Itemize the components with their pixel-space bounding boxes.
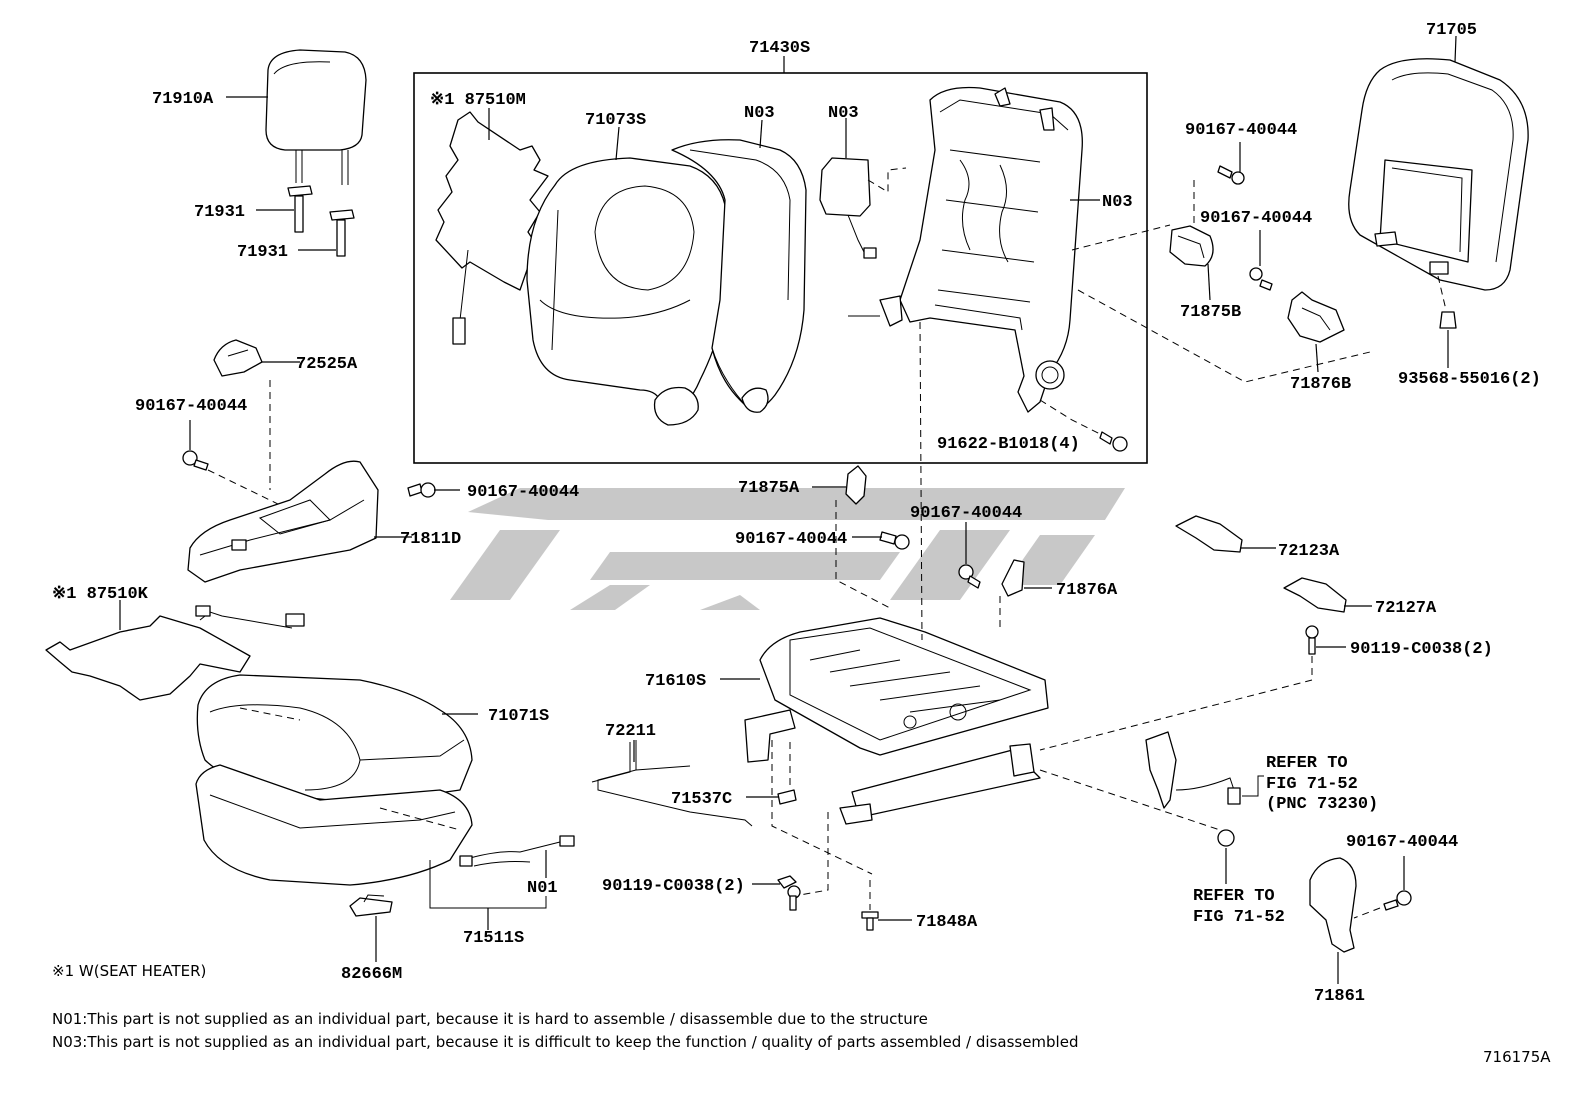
label-refer-b-2: FIG 71-52 (1193, 908, 1285, 927)
label-90167-40044-g: 90167-40044 (1346, 833, 1458, 852)
label-71931-upper: 71931 (194, 203, 245, 222)
label-90119-C0038-b: 90119-C0038(2) (602, 877, 745, 896)
assembly-box-71430S (413, 72, 1148, 464)
label-N01: N01 (527, 879, 558, 898)
label-71861: 71861 (1314, 987, 1365, 1006)
label-71610S: 71610S (645, 672, 706, 691)
label-71931-lower: 71931 (237, 243, 288, 262)
label-refer-b-1: REFER TO (1193, 887, 1275, 906)
label-72127A: 72127A (1375, 599, 1437, 618)
screw-90167-40044-g[interactable] (1383, 890, 1412, 911)
label-71875A: 71875A (738, 479, 800, 498)
watermark-logo (450, 488, 1125, 610)
bracket-71876B[interactable] (1287, 291, 1345, 343)
part-71537C[interactable] (777, 789, 797, 805)
label-71705: 71705 (1426, 21, 1477, 40)
part-labels: 71430S 71705 71910A ※1 87510M 71073S N03… (52, 21, 1541, 1006)
label-72525A: 72525A (296, 355, 358, 374)
seat-cushion-cover-71511S[interactable] (195, 764, 473, 886)
headrest-guide-71931-lower[interactable] (329, 209, 355, 257)
label-90167-40044-b: 90167-40044 (1200, 209, 1312, 228)
bolt-71848A[interactable] (861, 911, 879, 931)
cover-72123A[interactable] (1175, 515, 1243, 553)
note-N03: N03:This part is not supplied as an indi… (52, 1033, 1078, 1051)
bolt-90119-C0038-b[interactable] (777, 875, 801, 911)
shield-71811D[interactable] (187, 460, 379, 583)
headrest-71910A[interactable] (265, 49, 367, 185)
label-87510M: ※1 87510M (430, 91, 526, 110)
lever-72525A[interactable] (213, 339, 263, 377)
label-refer-a-2: FIG 71-52 (1266, 775, 1358, 794)
seat-adjuster-71610S[interactable] (744, 617, 1049, 825)
label-91622-B1018: 91622-B1018(4) (937, 435, 1080, 454)
label-71073S: 71073S (585, 111, 646, 130)
diagram-code: 716175A (1483, 1048, 1551, 1066)
label-71537C: 71537C (671, 790, 732, 809)
cover-71861[interactable] (1309, 857, 1357, 953)
label-refer-a-3: (PNC 73230) (1266, 795, 1378, 814)
label-72123A: 72123A (1278, 542, 1340, 561)
seat-heater-87510K[interactable] (45, 605, 305, 701)
label-90167-40044-d: 90167-40044 (467, 483, 579, 502)
note-seat-heater: ※1 W(SEAT HEATER) (52, 962, 206, 980)
label-87510K: ※1 87510K (52, 585, 149, 604)
label-refer-a-1: REFER TO (1266, 754, 1348, 773)
nut-refer-fig-71-52[interactable] (1217, 829, 1235, 847)
label-71071S: 71071S (488, 707, 549, 726)
bracket-71876A[interactable] (1001, 559, 1025, 597)
label-82666M: 82666M (341, 965, 402, 984)
clip-82666M[interactable] (349, 894, 393, 917)
label-90167-40044-e: 90167-40044 (735, 530, 847, 549)
label-72211: 72211 (605, 722, 656, 741)
label-90167-40044-f: 90167-40044 (910, 504, 1022, 523)
label-71876A: 71876A (1056, 581, 1118, 600)
screw-90167-40044-d[interactable] (407, 482, 436, 498)
screw-90167-40044-b[interactable] (1249, 267, 1273, 291)
seat-belt-buckle[interactable] (1145, 731, 1241, 809)
bolt-90119-C0038-a[interactable] (1305, 625, 1319, 655)
screw-90167-40044-c[interactable] (182, 450, 209, 471)
headrest-guide-71931-upper[interactable] (287, 185, 313, 233)
bracket-71875B[interactable] (1169, 225, 1214, 267)
label-71876B: 71876B (1290, 375, 1351, 394)
label-N03-airbag: N03 (828, 104, 859, 123)
wire-harness-N01[interactable] (459, 835, 575, 867)
back-board-71705[interactable] (1348, 58, 1529, 291)
label-N03-cover: N03 (744, 104, 775, 123)
note-N01: N01:This part is not supplied as an indi… (52, 1010, 928, 1028)
seat-cushion-pad-71071S[interactable] (196, 674, 473, 806)
rod-72211[interactable] (591, 740, 753, 827)
label-71430S: 71430S (749, 39, 810, 58)
clip-93568-55016[interactable] (1439, 311, 1457, 329)
cover-72127A[interactable] (1283, 577, 1347, 613)
label-90167-40044-c: 90167-40044 (135, 397, 247, 416)
screw-90167-40044-a[interactable] (1217, 165, 1245, 185)
label-90167-40044-a: 90167-40044 (1185, 121, 1297, 140)
label-71511S: 71511S (463, 929, 524, 948)
label-N03-frame: N03 (1102, 193, 1133, 212)
screw-90167-40044-e[interactable] (879, 531, 910, 550)
seatback-pad-71073S[interactable] (526, 157, 726, 426)
seatback-heater-87510M[interactable] (435, 111, 549, 345)
label-71848A: 71848A (916, 913, 978, 932)
bolt-91622-B1018[interactable] (1099, 431, 1128, 452)
label-93568-55016: 93568-55016(2) (1398, 370, 1541, 389)
label-90119-C0038-a: 90119-C0038(2) (1350, 640, 1493, 659)
label-71875B: 71875B (1180, 303, 1241, 322)
label-71910A: 71910A (152, 90, 214, 109)
airbag-module-N03[interactable] (819, 157, 877, 259)
seatback-frame-N03[interactable] (848, 86, 1083, 413)
bracket-71875A[interactable] (845, 465, 867, 505)
screw-90167-40044-f[interactable] (958, 564, 981, 589)
footnotes: ※1 W(SEAT HEATER) N01:This part is not s… (52, 962, 1551, 1066)
label-71811D: 71811D (400, 530, 461, 549)
